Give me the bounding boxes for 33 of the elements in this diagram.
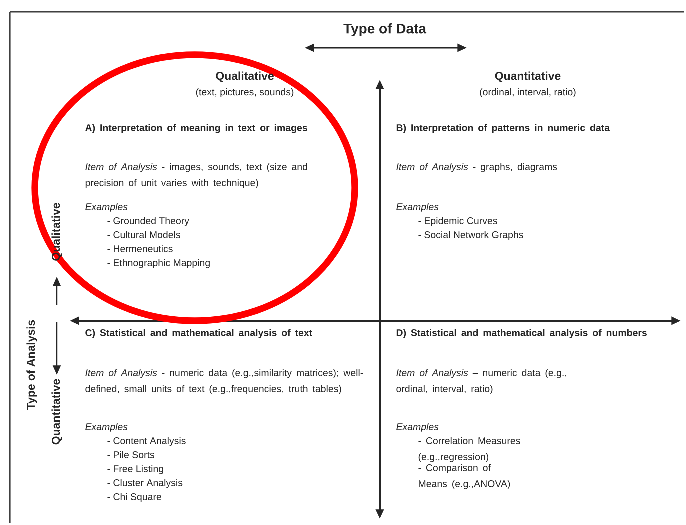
examples-heading: Examples <box>396 423 439 432</box>
item-description: Item of Analysis - images, sounds, text (size and precision of unit varies with technique) <box>86 163 308 188</box>
example-item: - Grounded Theory <box>108 217 190 226</box>
example-item: - Content Analysis <box>108 437 186 446</box>
column-subheading: (text, pictures, sounds) <box>196 88 294 98</box>
item-description: Item of Analysis – numeric data (e.g., ordinal, interval, ratio) <box>396 369 566 394</box>
example-item: - Pile Sorts <box>108 451 154 458</box>
row-heading: Qualitative <box>52 203 62 261</box>
item-description: Item of Analysis - numeric data (e.g.,similarity matrices); well-defined, small units of text (e.g.,frequencies, truth tables) <box>86 369 364 394</box>
example-item: - Social Network Graphs <box>418 231 524 240</box>
example-item: - Epidemic Curves <box>418 217 498 226</box>
item-description: Item of Analysis - graphs, diagrams <box>396 163 558 172</box>
example-item: - Ethnographic Mapping <box>108 259 210 268</box>
quadrant-heading: C) Statistical and mathematical analysis of text <box>86 329 312 338</box>
axis-title: Type of Data <box>344 23 427 37</box>
quadrant-heading: D) Statistical and mathematical analysis of numbers <box>396 329 647 338</box>
column-subheading: (ordinal, interval, ratio) <box>480 88 576 98</box>
example-item: - Comparison of Means (e.g.,ANOVA) <box>418 464 510 490</box>
examples-heading: Examples <box>86 423 128 432</box>
quadrant-heading: A) Interpretation of meaning in text or images <box>86 124 308 134</box>
column-heading: Qualitative <box>216 72 274 82</box>
example-item: - Hermeneutics <box>108 245 173 252</box>
example-item: - Cultural Models <box>108 231 180 238</box>
row-heading: Quantitative <box>52 379 62 445</box>
quadrant-heading: B) Interpretation of patterns in numeric data <box>396 124 610 134</box>
examples-heading: Examples <box>396 203 439 212</box>
column-heading: Quantitative <box>495 72 561 82</box>
examples-heading: Examples <box>86 203 128 212</box>
example-item: - Cluster Analysis <box>108 479 183 488</box>
example-item: - Correlation Measures (e.g.,regression) <box>418 437 520 462</box>
example-item: - Chi Square <box>108 493 162 502</box>
axis-title: Type of Analysis <box>26 320 38 410</box>
example-item: - Free Listing <box>108 465 164 474</box>
